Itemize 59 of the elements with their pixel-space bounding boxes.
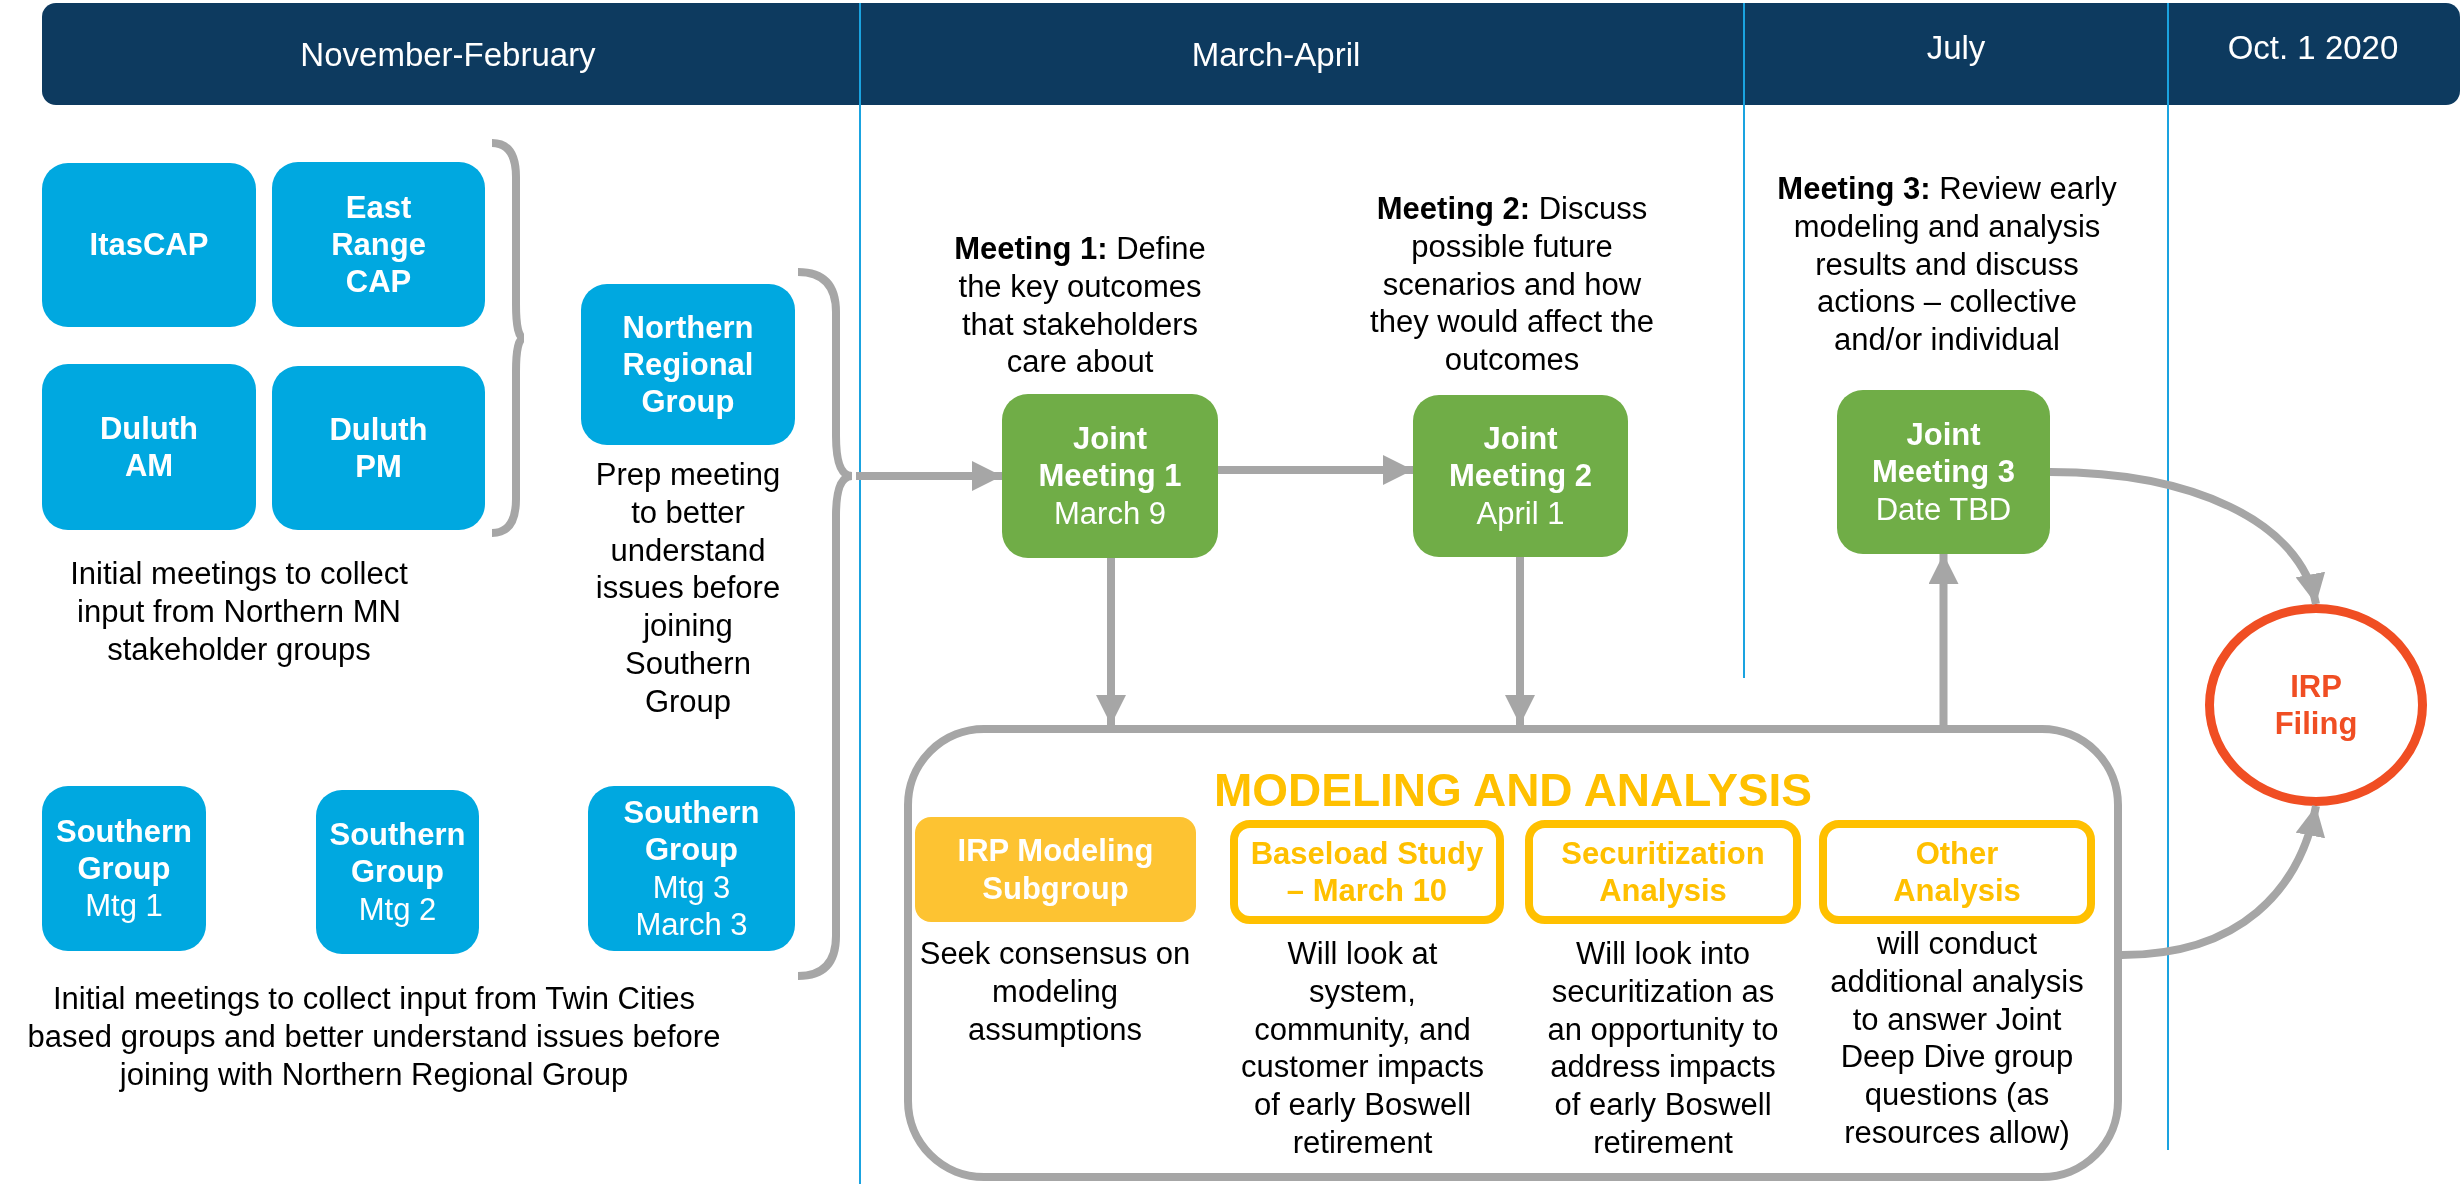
node-subtitle: Date TBD (1875, 490, 2012, 528)
node-title: Duluth PM (328, 410, 429, 486)
meeting-box (1413, 395, 1628, 557)
period-label: March-April (1190, 35, 1362, 75)
analysis-box (1230, 820, 1504, 924)
arrow (1928, 554, 1959, 725)
node-title: Joint Meeting 3 (1871, 416, 2016, 491)
modeling-panel (904, 725, 2122, 1181)
group-box (588, 786, 795, 951)
arrow (2121, 805, 2324, 959)
group-box (581, 284, 795, 445)
period-label: July (1925, 28, 1987, 68)
node-subtitle: April 1 (1476, 494, 1565, 532)
description-text: Meeting 3: Review early modeling and analysis results and discuss actions – collective and/or individual (1776, 170, 2118, 360)
node-subtitle: March 9 (1054, 494, 1166, 532)
node-title: Southern Group (54, 812, 194, 888)
arrow (2049, 468, 2322, 606)
period-label: November-February (299, 35, 597, 75)
arrow (1218, 455, 1413, 485)
arrow (1096, 558, 1126, 725)
node-title: MODELING AND ANALYSIS (1213, 763, 1812, 818)
node-subtitle: Mtg 1 (85, 887, 163, 925)
node-title: Other Analysis (1892, 834, 2022, 910)
node-title: IRP Modeling Subgroup (956, 832, 1155, 907)
node-subtitle: Mtg 2 (358, 890, 437, 928)
meeting-box (1002, 394, 1218, 558)
node-title: Southern Group (328, 816, 467, 891)
node-title: IRP Filing (2273, 667, 2359, 743)
description-text: Seek consensus on modeling assumptions (918, 935, 1192, 1049)
group-box (272, 162, 485, 327)
period-label: Oct. 1 2020 (2226, 28, 2400, 68)
meeting-box (1837, 390, 2050, 554)
node-title: Joint Meeting 1 (1037, 420, 1183, 495)
analysis-box (1819, 820, 2095, 924)
node-title: ItasCAP (89, 226, 209, 264)
caption-text: Initial meetings to collect input from Northern MN stakeholder groups (69, 555, 409, 669)
subgroup-box (915, 817, 1196, 922)
node-title: Southern Group (622, 794, 761, 869)
group-box (42, 364, 256, 530)
node-title: Baseload Study – March 10 (1250, 834, 1484, 910)
analysis-box (1525, 820, 1801, 924)
node-title: Northern Regional Group (621, 308, 755, 421)
group-box (316, 790, 479, 954)
group-box (272, 366, 485, 530)
description-text: Meeting 2: Discuss possible future scenarios and how they would affect the outcomes (1369, 190, 1655, 380)
description-text: will conduct additional analysis to answer Joint Deep Dive group questions (as resources allow) (1829, 925, 2085, 1152)
description-text: Will look into securitization as an opportunity to address impacts of early Boswell retirement (1546, 935, 1780, 1162)
group-box (42, 163, 256, 327)
description-text: Meeting 1: Define the key outcomes that stakeholders care about (953, 230, 1207, 382)
node-title: East Range CAP (330, 188, 427, 301)
description-text: Prep meeting to better understand issues before joining Southern Group (594, 456, 782, 721)
node-subtitle: Mtg 3 March 3 (634, 868, 749, 943)
caption-text: Initial meetings to collect input from Twin Cities based groups and better understand issues before joining with Northern Regional Group (26, 980, 722, 1094)
node-title: Duluth AM (98, 409, 200, 485)
group-box (42, 786, 206, 951)
arrow (1505, 557, 1535, 725)
node-title: Securitization Analysis (1560, 834, 1766, 910)
node-title: Joint Meeting 2 (1448, 420, 1593, 495)
description-text: Will look at system, community, and customer impacts of early Boswell retirement (1240, 935, 1485, 1162)
